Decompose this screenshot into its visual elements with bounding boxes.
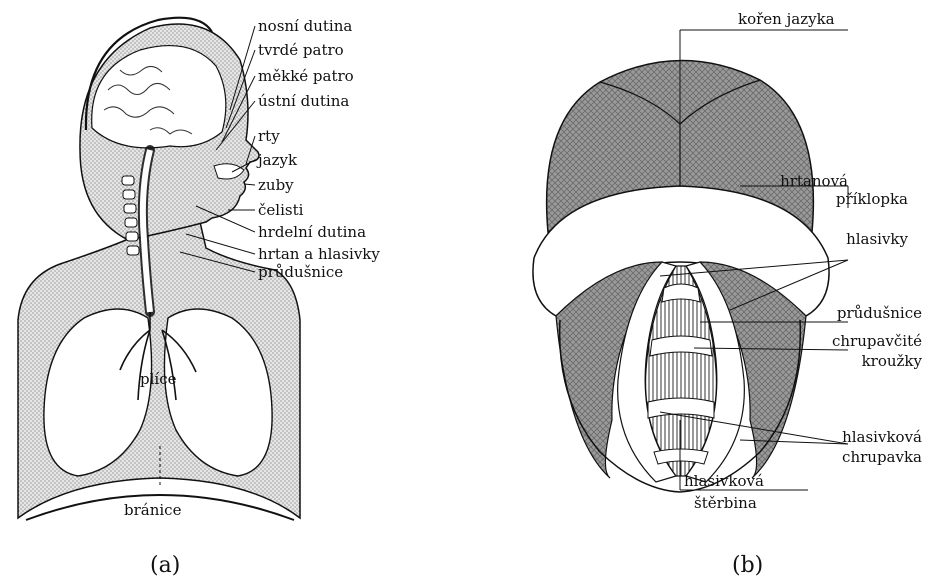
label-tvrde-patro: tvrdé patro [258, 41, 344, 59]
label-branice: bránice [124, 501, 182, 519]
label-hrtanova: hrtanová [780, 172, 848, 190]
label-koren-jazyka: kořen jazyka [738, 10, 835, 28]
label-prudusnice-a: průdušnice [258, 263, 343, 281]
label-rty: rty [258, 127, 280, 145]
label-nosni-dutina: nosní dutina [258, 17, 352, 35]
label-sterbina: štěrbina [694, 494, 757, 512]
label-priklopka: příklopka [836, 190, 908, 208]
label-plice: plíce [140, 370, 177, 388]
label-ustni-dutina: ústní dutina [258, 92, 349, 110]
label-hlasivkova-2: hlasivková [684, 472, 764, 490]
label-jazyk: jazyk [256, 151, 298, 169]
label-prudusnice-b: průdušnice [837, 304, 922, 322]
label-mekke-patro: měkké patro [258, 67, 354, 85]
label-hlasivkova-1: hlasivková [842, 428, 922, 446]
label-chrupavcite: chrupavčité [832, 332, 922, 350]
label-celisti: čelisti [258, 201, 304, 219]
caption-a: (a) [150, 553, 180, 578]
label-krouzky: kroužky [862, 352, 923, 370]
label-chrupavka: chrupavka [842, 448, 922, 466]
label-hrdelni-dutina: hrdelní dutina [258, 223, 366, 241]
figure-a-respiratory-system: nosní dutina tvrdé patro měkké patro úst… [18, 17, 380, 578]
label-hrtan-a-hlasivky: hrtan a hlasivky [258, 245, 380, 263]
caption-b: (b) [732, 553, 763, 578]
label-hlasivky: hlasivky [846, 230, 908, 248]
label-zuby: zuby [258, 176, 294, 194]
figure-b-larynx: kořen jazyka hrtanová příklopka hlasivky… [533, 10, 923, 578]
